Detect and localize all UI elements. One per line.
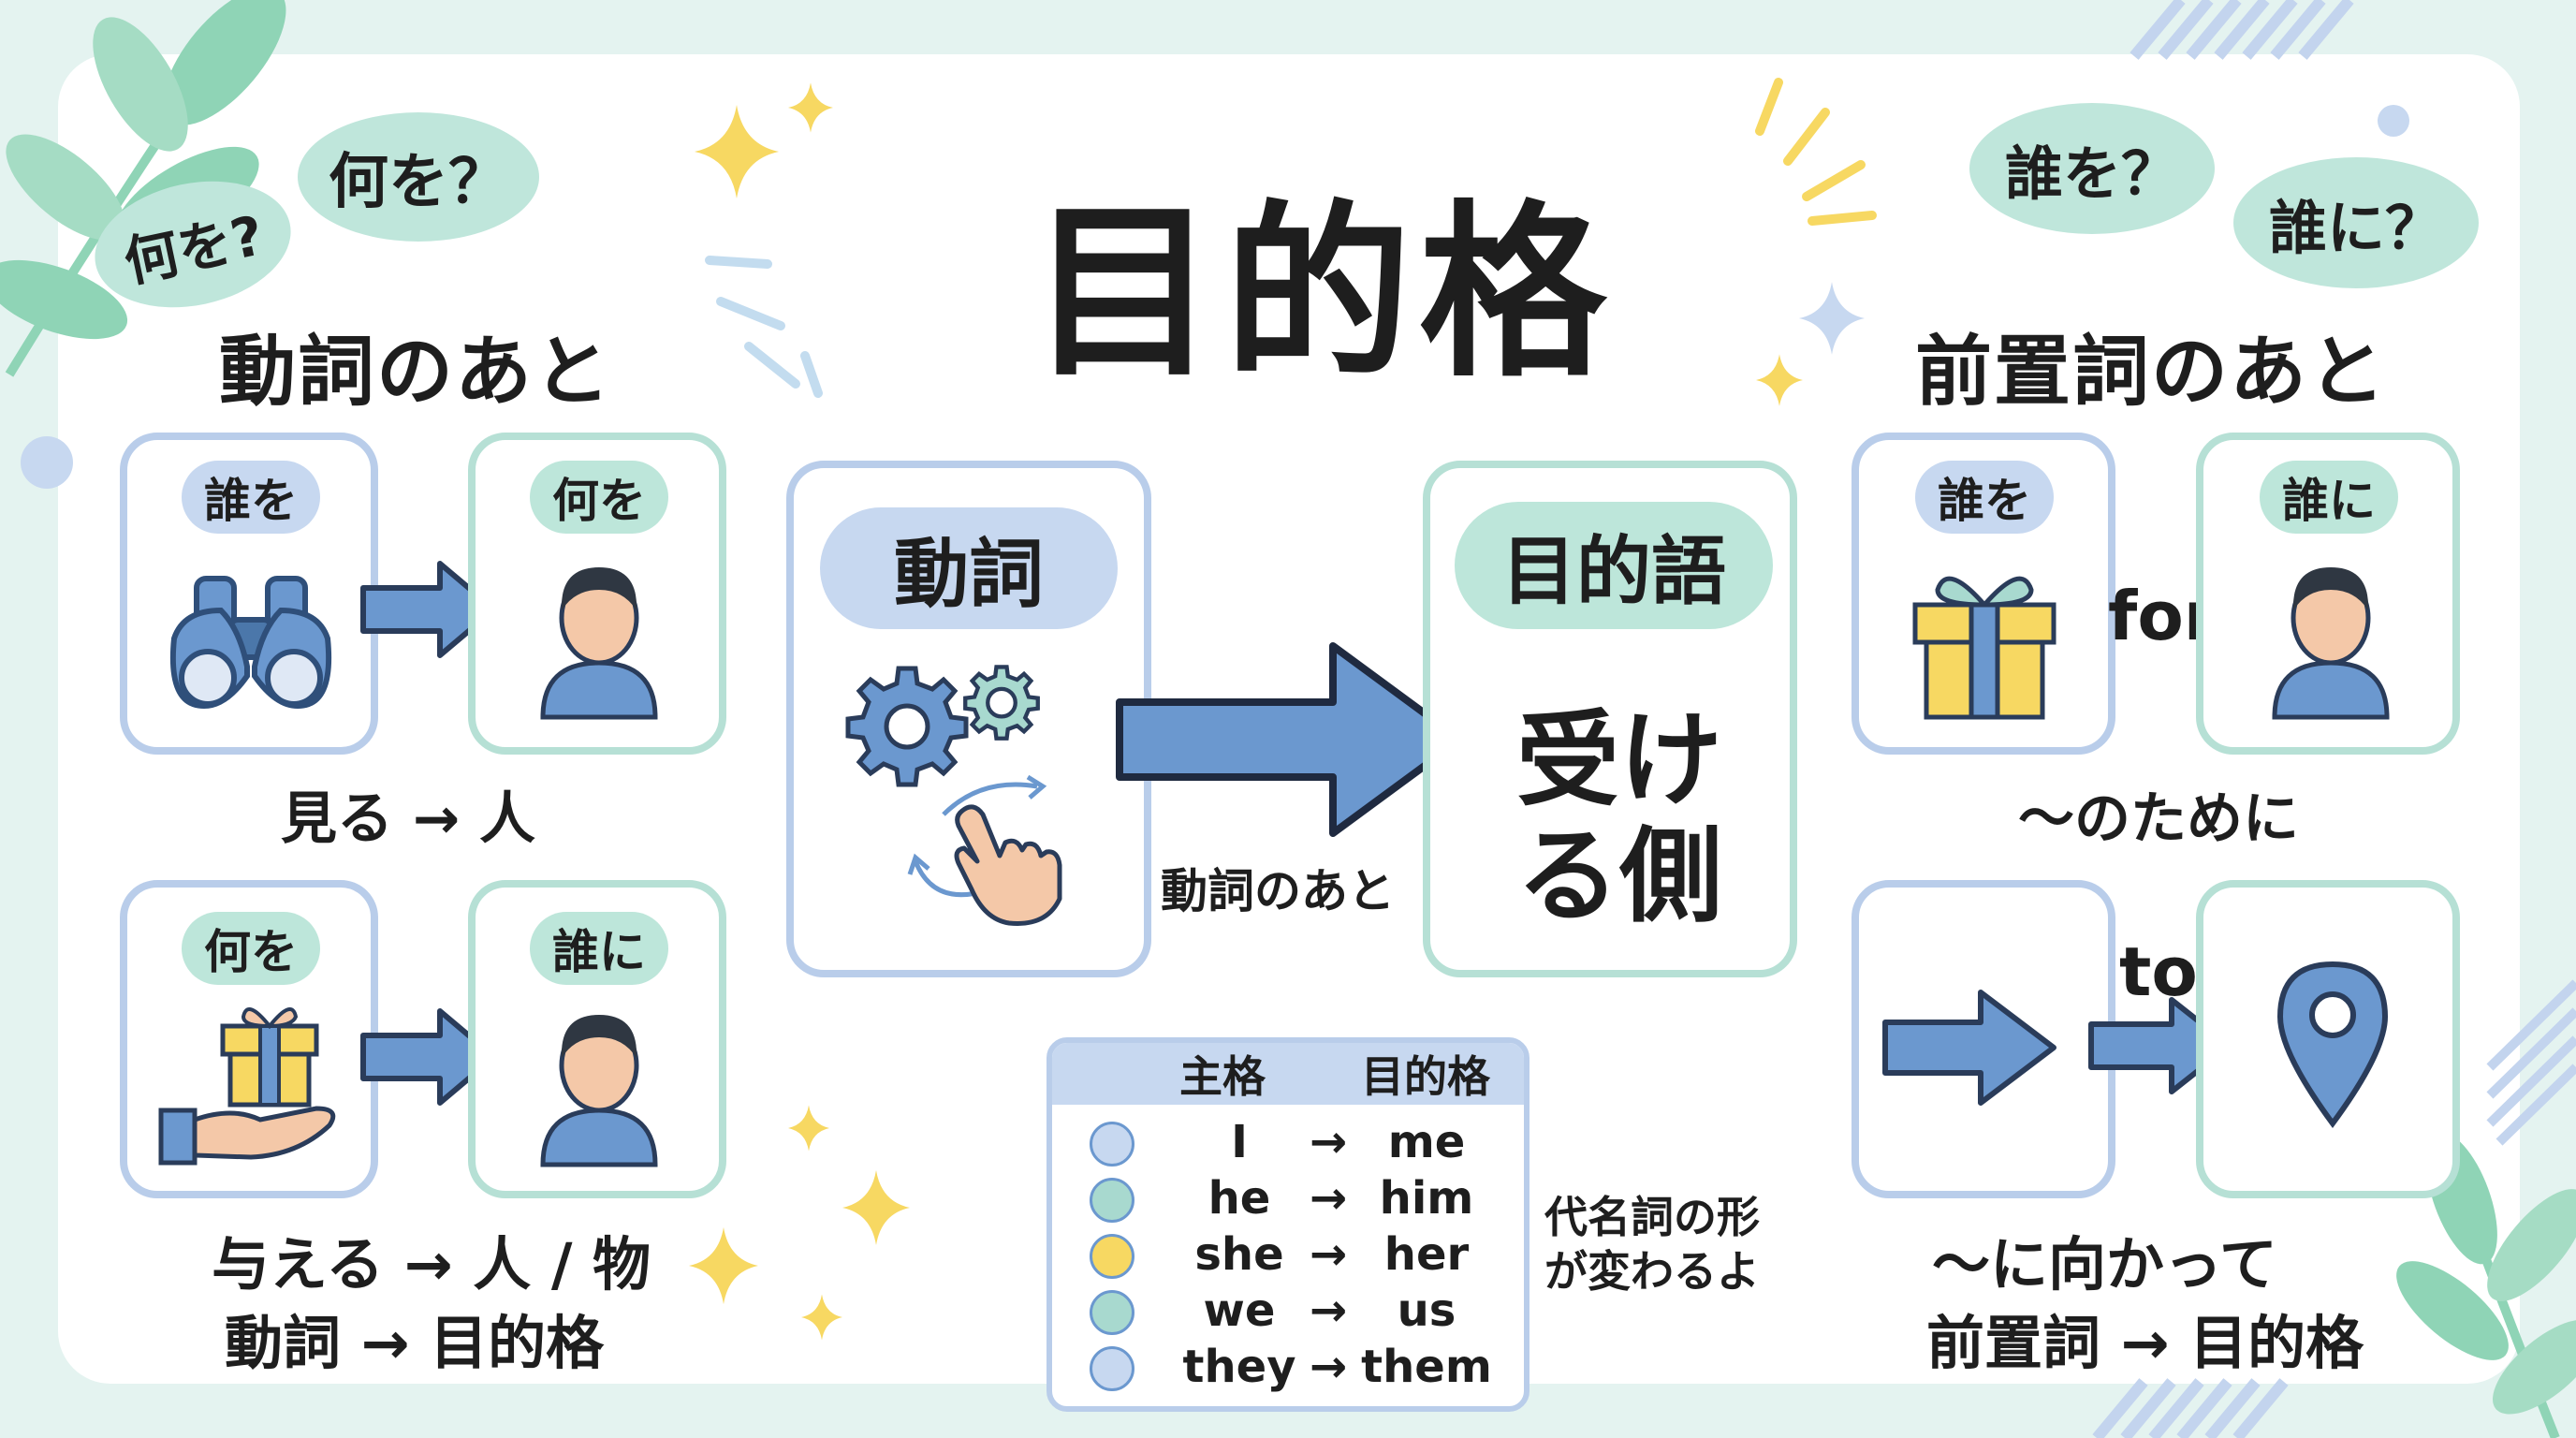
object-box: 目的語 受け る側 bbox=[1423, 461, 1797, 977]
object-text-line2: る側 bbox=[1516, 816, 1722, 936]
dot-decoration-left bbox=[21, 436, 73, 489]
table-row: she → her bbox=[1052, 1228, 1524, 1283]
avatar-icon bbox=[1090, 1346, 1134, 1391]
left-bottom-caption-2: 動詞 → 目的格 bbox=[225, 1309, 605, 1377]
gift-on-hand-icon bbox=[158, 1007, 336, 1166]
table-note-line1: 代名詞の形 bbox=[1544, 1192, 1760, 1242]
arrow-glyph: → bbox=[1309, 1341, 1348, 1393]
burst-lines-left bbox=[705, 256, 823, 398]
leaf-decoration-bottom-right bbox=[2396, 1132, 2576, 1438]
burst-lines-right bbox=[1755, 78, 1877, 226]
table-row: they→them bbox=[1052, 1341, 1524, 1395]
arrow-label: 動詞のあと bbox=[1161, 864, 1395, 918]
gift-icon bbox=[1912, 576, 2056, 720]
arrow-glyph: → bbox=[1309, 1228, 1348, 1281]
arrow-glyph: → bbox=[1309, 1172, 1348, 1225]
tag-label: 誰を bbox=[182, 461, 320, 534]
subject-pronoun: I bbox=[1231, 1116, 1248, 1168]
sparkle-icon bbox=[788, 82, 833, 133]
left-section-heading: 動詞のあと bbox=[219, 328, 613, 417]
arrow-right-icon bbox=[360, 561, 497, 658]
object-pronoun: her bbox=[1383, 1228, 1470, 1281]
sparkle-icon bbox=[1756, 354, 1803, 406]
left-bottom-object-box: 誰に bbox=[468, 880, 726, 1198]
hand-pointer-icon bbox=[907, 774, 1062, 926]
person-icon bbox=[2272, 567, 2390, 720]
arrow-glyph: → bbox=[1309, 1284, 1348, 1337]
verb-box: 動詞 bbox=[786, 461, 1151, 977]
speech-bubble-who-b: 誰に？ bbox=[2233, 157, 2479, 288]
avatar-icon bbox=[1090, 1234, 1134, 1279]
object-label: 目的語 bbox=[1455, 502, 1773, 629]
sparkle-icon bbox=[842, 1170, 910, 1245]
subject-pronoun: we bbox=[1203, 1284, 1276, 1337]
table-header: 主格 目的格 bbox=[1052, 1043, 1524, 1105]
right-section-heading: 前置詞のあと bbox=[1915, 328, 2388, 417]
person-icon bbox=[540, 1015, 658, 1167]
left-top-subject-box: 誰を bbox=[120, 433, 378, 755]
stripe-decoration-top-right bbox=[2130, 0, 2354, 60]
tag-label: 何を bbox=[182, 912, 320, 985]
sparkle-icon bbox=[788, 1105, 829, 1152]
sparkle-icon bbox=[695, 105, 779, 198]
gear-small-icon bbox=[963, 665, 1040, 741]
arrow-right-icon bbox=[360, 1008, 497, 1106]
right-bottom-caption-2: 前置詞 → 目的格 bbox=[1926, 1309, 2364, 1377]
object-pronoun: us bbox=[1397, 1284, 1456, 1337]
avatar-icon bbox=[1090, 1178, 1134, 1223]
binoculars-icon bbox=[169, 576, 332, 709]
person-icon bbox=[540, 567, 658, 720]
tag-label: 誰に bbox=[530, 912, 668, 985]
right-bottom-object-box bbox=[2196, 880, 2460, 1198]
left-bottom-subject-box: 何を bbox=[120, 880, 378, 1198]
verb-label: 動詞 bbox=[820, 507, 1118, 629]
sparkle-icon bbox=[801, 1294, 842, 1341]
sparkle-icon bbox=[689, 1226, 758, 1305]
subject-pronoun: he bbox=[1208, 1172, 1271, 1225]
avatar-icon bbox=[1090, 1290, 1134, 1335]
table-note-line2: が変わるよ bbox=[1544, 1246, 1760, 1297]
right-bottom-caption-1: 〜に向かって bbox=[1932, 1230, 2277, 1299]
object-pronoun: me bbox=[1387, 1116, 1466, 1168]
header-subject: 主格 bbox=[1179, 1051, 1266, 1102]
arrow-glyph: → bbox=[1309, 1116, 1348, 1168]
table-row: we → us bbox=[1052, 1284, 1524, 1339]
stripe-circle-decoration-right bbox=[2486, 979, 2576, 1146]
page-title: 目的格 bbox=[1030, 184, 1615, 403]
preposition-to: to bbox=[2119, 932, 2198, 1011]
right-top-subject-box: 誰を bbox=[1852, 433, 2115, 755]
sparkle-icon bbox=[1799, 282, 1865, 355]
stripe-decoration-bottom bbox=[2092, 1378, 2289, 1438]
dot-decoration-right bbox=[2378, 105, 2409, 137]
left-bottom-caption-1: 与える → 人 / 物 bbox=[212, 1230, 651, 1299]
speech-bubble-who-a: 誰を？ bbox=[1969, 103, 2215, 234]
subject-pronoun: she bbox=[1194, 1228, 1284, 1281]
right-top-object-box: 誰に bbox=[2196, 433, 2460, 755]
table-row: he → him bbox=[1052, 1172, 1524, 1226]
right-top-caption: 〜のために bbox=[2018, 786, 2299, 852]
tag-label: 誰に bbox=[2260, 461, 2398, 534]
gears-icon bbox=[845, 666, 969, 787]
object-text-line1: 受け bbox=[1516, 700, 1722, 820]
object-pronoun: them bbox=[1361, 1341, 1492, 1393]
left-top-caption: 見る → 人 bbox=[281, 786, 536, 852]
table-row: I → me bbox=[1052, 1116, 1524, 1170]
tag-label: 何を bbox=[530, 461, 668, 534]
speech-bubble-what-large: 何を？ bbox=[298, 112, 539, 242]
left-top-object-box: 何を bbox=[468, 433, 726, 755]
avatar-icon bbox=[1090, 1122, 1134, 1167]
location-pin-icon bbox=[2276, 961, 2389, 1129]
right-bottom-subject-box bbox=[1852, 880, 2115, 1198]
subject-pronoun: they bbox=[1182, 1341, 1296, 1393]
big-arrow-right-icon bbox=[1116, 642, 1464, 837]
object-pronoun: him bbox=[1379, 1172, 1474, 1225]
tag-label: 誰を bbox=[1915, 461, 2054, 534]
arrow-right-icon bbox=[1882, 990, 2056, 1106]
header-object: 目的格 bbox=[1361, 1051, 1490, 1102]
